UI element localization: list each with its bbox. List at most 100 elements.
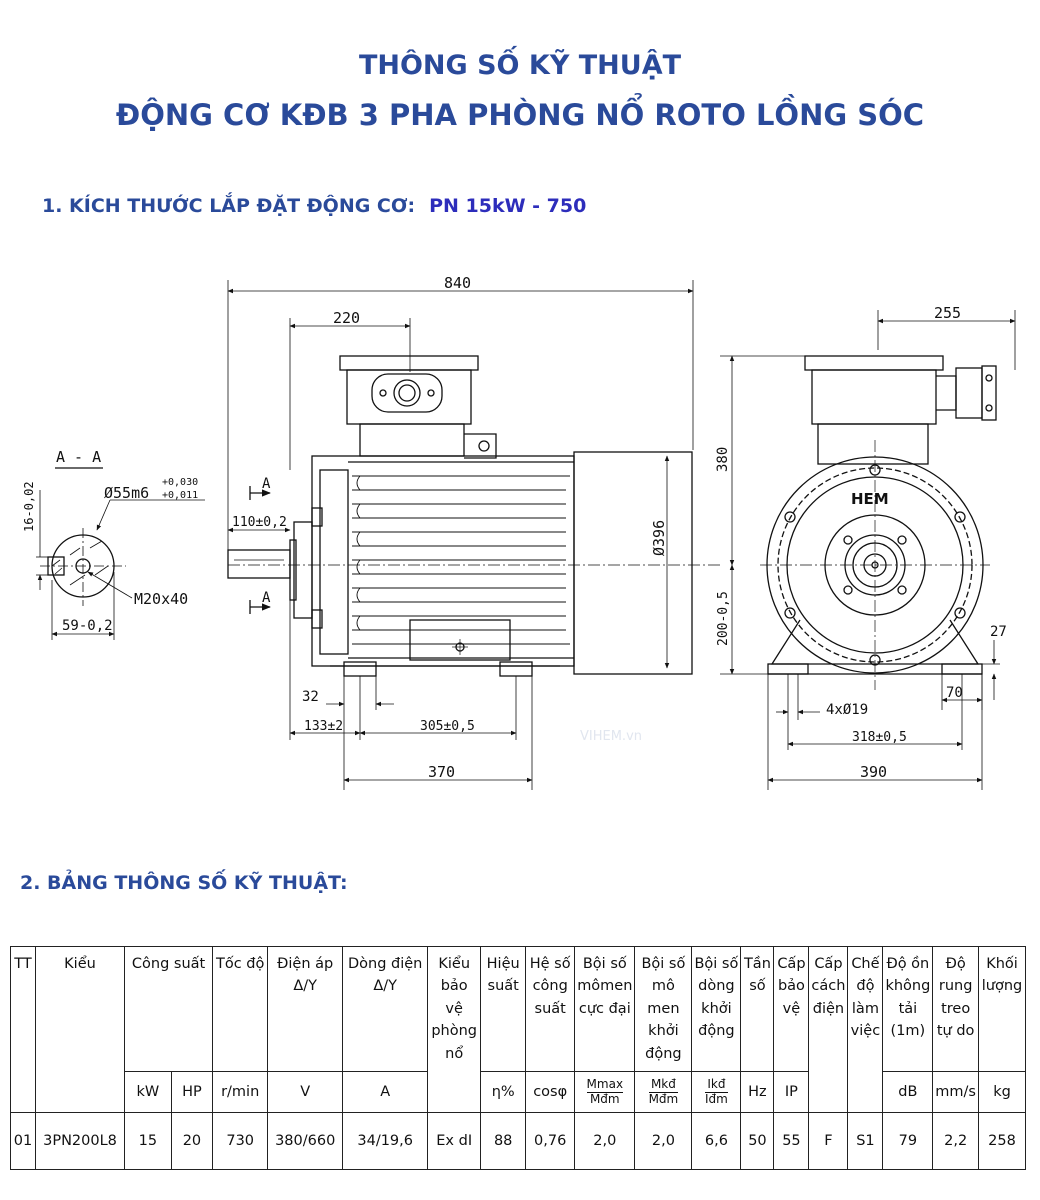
col-tt: TT: [10, 945, 36, 1114]
table-row: 01 3PN200L8 15 20 730 380/660 34/19,6 Ex…: [10, 1112, 1026, 1171]
unit-hp: HP: [170, 1071, 214, 1114]
col-toc-do: Tốc độ: [212, 945, 269, 1073]
unit-a: A: [342, 1071, 429, 1114]
spec-table: TT Kiểu Công suất Tốc độ Điện áp Δ/Y Dòng…: [10, 945, 1026, 1171]
cell-rpm: 730: [212, 1112, 269, 1171]
unit-ip: IP: [773, 1071, 810, 1114]
dim-overall-length: 840: [444, 274, 471, 292]
col-kieu: Kiểu: [35, 945, 125, 1114]
dim-holes: 4xØ19: [826, 702, 868, 718]
page-title: THÔNG SỐ KỸ THUẬT: [358, 50, 682, 81]
cell-ex: Ex dI: [427, 1112, 482, 1171]
dim-key-depth: 59-0,2: [62, 618, 113, 634]
unit-mmax-num: Mmax: [586, 1077, 624, 1094]
end-view: [720, 310, 1016, 790]
unit-eta: η%: [480, 1071, 527, 1114]
dim-terminal-offset: 220: [333, 309, 360, 327]
dien-ap-label: Điện áp: [277, 956, 334, 972]
col-he-so: Hệ số công suất: [525, 945, 576, 1073]
col-hieu-suat: Hiệu suất: [480, 945, 527, 1073]
section-mark-bottom: A: [262, 590, 271, 606]
technical-drawing: A - A Ø55m6 +0,030 +0,011 16-0,02 M20x40…: [22, 274, 1016, 790]
cell-hp: 20: [170, 1112, 214, 1171]
cell-hz: 50: [740, 1112, 775, 1171]
col-tan-so: Tần số: [740, 945, 775, 1073]
dim-shaft-length: 110±0,2: [232, 515, 287, 530]
unit-ikd-den: Iđm: [704, 1092, 728, 1107]
watermark: VIHEM.vn: [580, 729, 642, 744]
col-kieu-bao-ve: Kiểu bảo vệ phòng nổ: [427, 945, 482, 1114]
col-do-rung: Độ rung treo tự do: [932, 945, 979, 1073]
side-view: [227, 280, 720, 790]
dim-foot-thickness: 27: [990, 624, 1007, 640]
section-spec-heading: 2. BẢNG THÔNG SỐ KỸ THUẬT:: [20, 872, 348, 894]
dim-side-depth: 255: [934, 304, 961, 322]
dien-ap-sub: Δ/Y: [293, 978, 318, 995]
cell-ikd: 6,6: [691, 1112, 742, 1171]
dim-shaft-fit: Ø55m6: [104, 484, 149, 502]
page-subtitle: ĐỘNG CƠ KĐB 3 PHA PHÒNG NỔ ROTO LỒNG SÓC: [115, 98, 925, 132]
cell-mkd: 2,0: [634, 1112, 693, 1171]
unit-cos: cosφ: [525, 1071, 576, 1114]
unit-rpm: r/min: [212, 1071, 269, 1114]
dim-thread: M20x40: [134, 590, 188, 608]
cell-eta: 88: [480, 1112, 527, 1171]
dong-dien-label: Dòng điện: [347, 956, 423, 972]
table-header-row: TT Kiểu Công suất Tốc độ Điện áp Δ/Y Dòng…: [10, 945, 1026, 1114]
dim-height-top: 380: [715, 447, 731, 472]
col-cong-suat: Công suất: [123, 945, 214, 1073]
cell-cos: 0,76: [525, 1112, 576, 1171]
cell-kieu: 3PN200L8: [35, 1112, 125, 1171]
unit-mms: mm/s: [932, 1071, 979, 1114]
motor-model: PN 15kW - 750: [429, 195, 587, 217]
dim-diameter: Ø396: [650, 520, 668, 556]
col-cap-cach-dien: Cấp cách điện: [808, 945, 849, 1114]
unit-v: V: [267, 1071, 344, 1114]
cell-mmax: 2,0: [574, 1112, 636, 1171]
section-dimensions-heading: 1. KÍCH THƯỚC LẮP ĐẶT ĐỘNG CƠ: PN 15kW - …: [42, 195, 586, 217]
unit-kw: kW: [124, 1071, 172, 1114]
cell-tt: 01: [10, 1112, 36, 1171]
col-cap-bao-ve: Cấp bảo vệ: [773, 945, 810, 1073]
unit-mkd-den: Mđm: [648, 1092, 679, 1107]
col-boi-so-dong: Bội số dòng khởi động: [691, 945, 742, 1073]
dim-shaft-tol-upper: +0,030: [162, 477, 198, 488]
cell-ins: F: [808, 1112, 849, 1171]
unit-ikd-num: Ikđ: [704, 1077, 728, 1094]
cell-duty: S1: [847, 1112, 884, 1171]
unit-hz: Hz: [740, 1071, 775, 1114]
brand-logo: HEM: [851, 490, 889, 508]
dong-dien-sub: Δ/Y: [373, 978, 398, 995]
dim-base-length: 370: [428, 763, 455, 781]
col-dien-ap: Điện áp Δ/Y: [267, 945, 344, 1073]
col-khoi-luong: Khối lượng: [978, 945, 1026, 1073]
cell-kw: 15: [124, 1112, 172, 1171]
section-mark-top: A: [262, 476, 271, 492]
cell-v: 380/660: [267, 1112, 344, 1171]
cell-db: 79: [882, 1112, 934, 1171]
col-boi-so-momen: Bội số mômen cực đại: [574, 945, 636, 1073]
col-che-do: Chế độ làm việc: [847, 945, 884, 1114]
unit-mmax-den: Mđm: [589, 1092, 620, 1107]
cell-kg: 258: [978, 1112, 1026, 1171]
dim-shaft-tol-lower: +0,011: [162, 490, 198, 501]
section-aa-label: A - A: [56, 448, 101, 466]
dim-shaft-to-foot: 133±2: [304, 719, 343, 734]
section-dimensions-label: 1. KÍCH THƯỚC LẮP ĐẶT ĐỘNG CƠ:: [42, 195, 416, 217]
dim-foot-spacing: 305±0,5: [420, 719, 475, 734]
dim-foot-pad: 70: [946, 685, 963, 701]
dim-shaft-height: 200-0,5: [716, 591, 731, 646]
cell-a: 34/19,6: [342, 1112, 429, 1171]
cell-vib: 2,2: [932, 1112, 979, 1171]
dim-base-width: 390: [860, 763, 887, 781]
dim-foot-width: 32: [302, 689, 319, 705]
col-boi-so-mo-men-khoi: Bội số mô men khởi động: [634, 945, 693, 1073]
dim-key-height: 16-0,02: [22, 481, 36, 532]
cell-ip: 55: [773, 1112, 810, 1171]
unit-mkd-num: Mkđ: [648, 1077, 679, 1094]
section-aa-view: [36, 467, 205, 640]
